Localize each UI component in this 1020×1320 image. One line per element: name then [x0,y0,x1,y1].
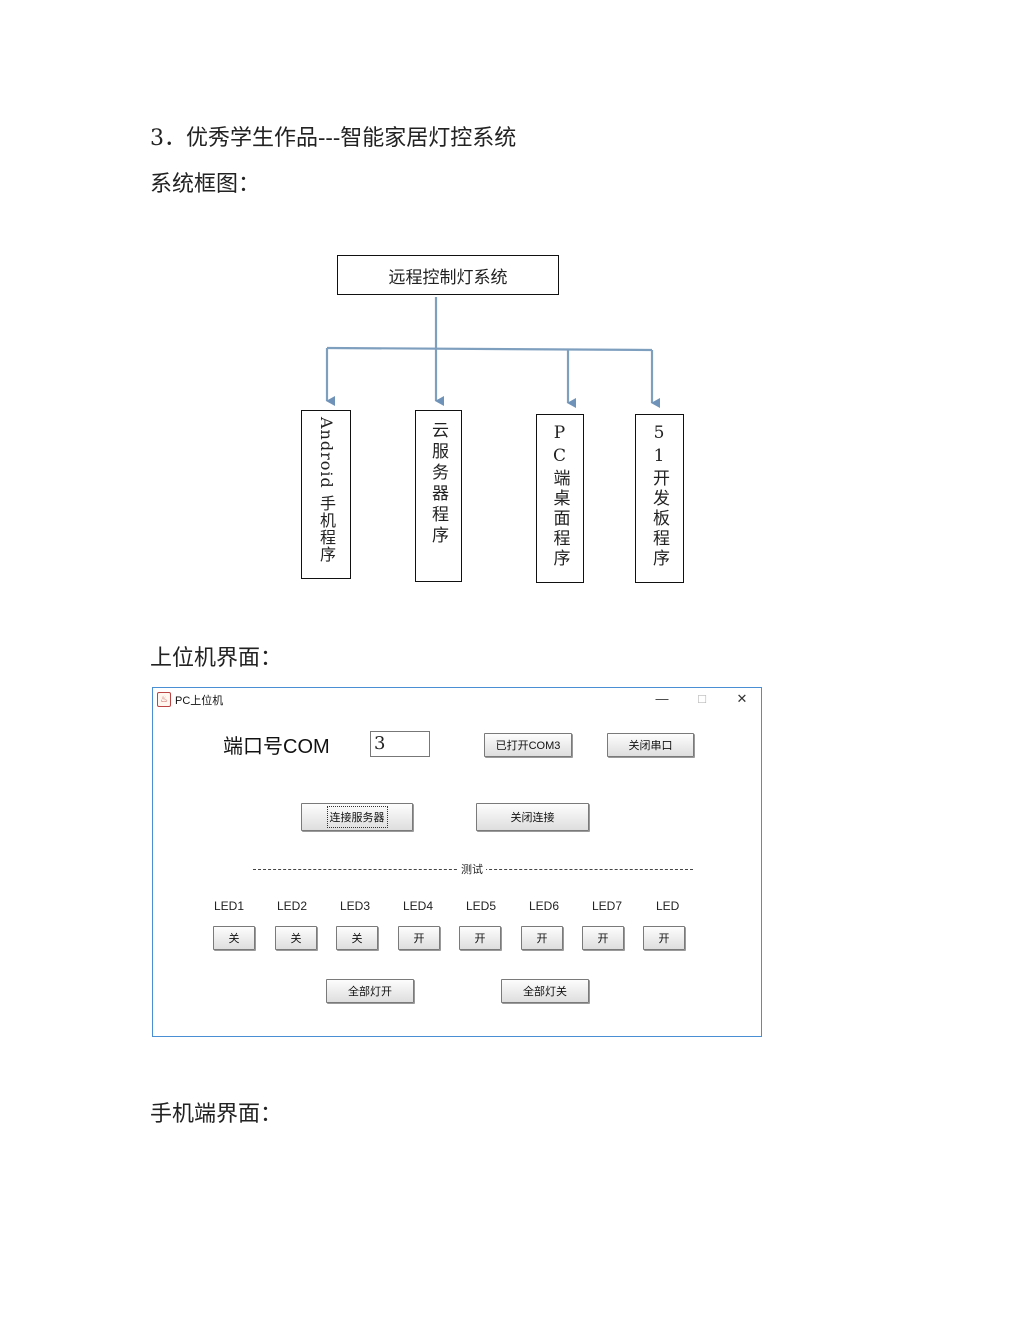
minimize-icon[interactable]: — [655,691,669,706]
all-on-label: 全部灯开 [348,986,392,998]
connect-server-label: 连接服务器 [326,806,388,828]
led-label: LED4 [403,899,434,913]
port-label: 端口号COM [223,736,330,758]
all-off-button[interactable]: 全部灯关 [501,979,589,1003]
diagram-node-label: Android 手机程序 [317,417,336,563]
close-port-button[interactable]: 关闭串口 [607,733,694,757]
diagram-node-label: PC端桌面程序 [549,423,570,569]
maximize-icon[interactable]: □ [698,691,706,706]
led-button-label: 开 [474,933,486,945]
all-on-button[interactable]: 全部灯开 [326,979,414,1003]
bus-line [326,346,653,352]
led-button-label: 开 [658,933,670,945]
disconnect-button[interactable]: 关闭连接 [476,803,589,831]
led-button-label: 开 [536,933,548,945]
diagram-node-label: 云服务器程序 [428,421,448,547]
led-label: LED3 [340,899,371,913]
open-port-button[interactable]: 已打开COM3 [484,733,572,757]
system-diagram-connectors [325,297,660,408]
pc-host-window: ♨ PC上位机 — □ ✕ 端口号COM 3 已打开COM3 关闭串口 连接服务… [152,687,762,1037]
led-button-label: 关 [351,933,363,945]
connect-server-button[interactable]: 连接服务器 [301,803,413,831]
led-label: LED6 [529,899,560,913]
led-button-label: 开 [413,933,425,945]
led8-toggle-button[interactable]: 开 [643,926,685,950]
led5-toggle-button[interactable]: 开 [459,926,501,950]
test-separator-label: 测试 [458,861,486,877]
diagram-node-android: Android 手机程序 [301,410,351,579]
led1-toggle-button[interactable]: 关 [213,926,255,950]
window-title: PC上位机 [175,695,224,707]
disconnect-label: 关闭连接 [510,812,555,824]
led2-toggle-button[interactable]: 关 [275,926,317,950]
close-icon[interactable]: ✕ [736,691,748,706]
diagram-node-label: 51开发板程序 [649,423,669,569]
all-off-label: 全部灯关 [523,986,567,998]
diagram-caption: 系统框图： [150,172,261,197]
diagram-node-51: 51开发板程序 [635,414,684,583]
port-input[interactable]: 3 [370,731,430,757]
diagram-node-pc: PC端桌面程序 [536,414,584,583]
mobile-caption: 手机端界面： [150,1102,283,1127]
led3-toggle-button[interactable]: 关 [336,926,378,950]
led7-toggle-button[interactable]: 开 [582,926,624,950]
diagram-node-cloud: 云服务器程序 [415,410,462,582]
open-port-label: 已打开COM3 [495,740,561,752]
pc-caption: 上位机界面： [150,646,283,671]
led4-toggle-button[interactable]: 开 [398,926,440,950]
led-label: LED5 [466,899,497,913]
title-bar: ♨ PC上位机 — □ ✕ [153,688,761,710]
section-heading: 3．优秀学生作品---智能家居灯控系统 [150,126,517,151]
led-label: LED [656,899,680,913]
diagram-root-node: 远程控制灯系统 [337,255,559,295]
diagram-root-label: 远程控制灯系统 [388,267,508,288]
led-label: LED1 [214,899,245,913]
led-button-label: 关 [290,933,302,945]
led-label: LED7 [592,899,623,913]
led-button-label: 开 [597,933,609,945]
led-button-label: 关 [228,933,240,945]
close-port-label: 关闭串口 [628,740,673,752]
led-label: LED2 [277,899,308,913]
java-app-icon: ♨ [157,692,171,707]
led6-toggle-button[interactable]: 开 [521,926,563,950]
